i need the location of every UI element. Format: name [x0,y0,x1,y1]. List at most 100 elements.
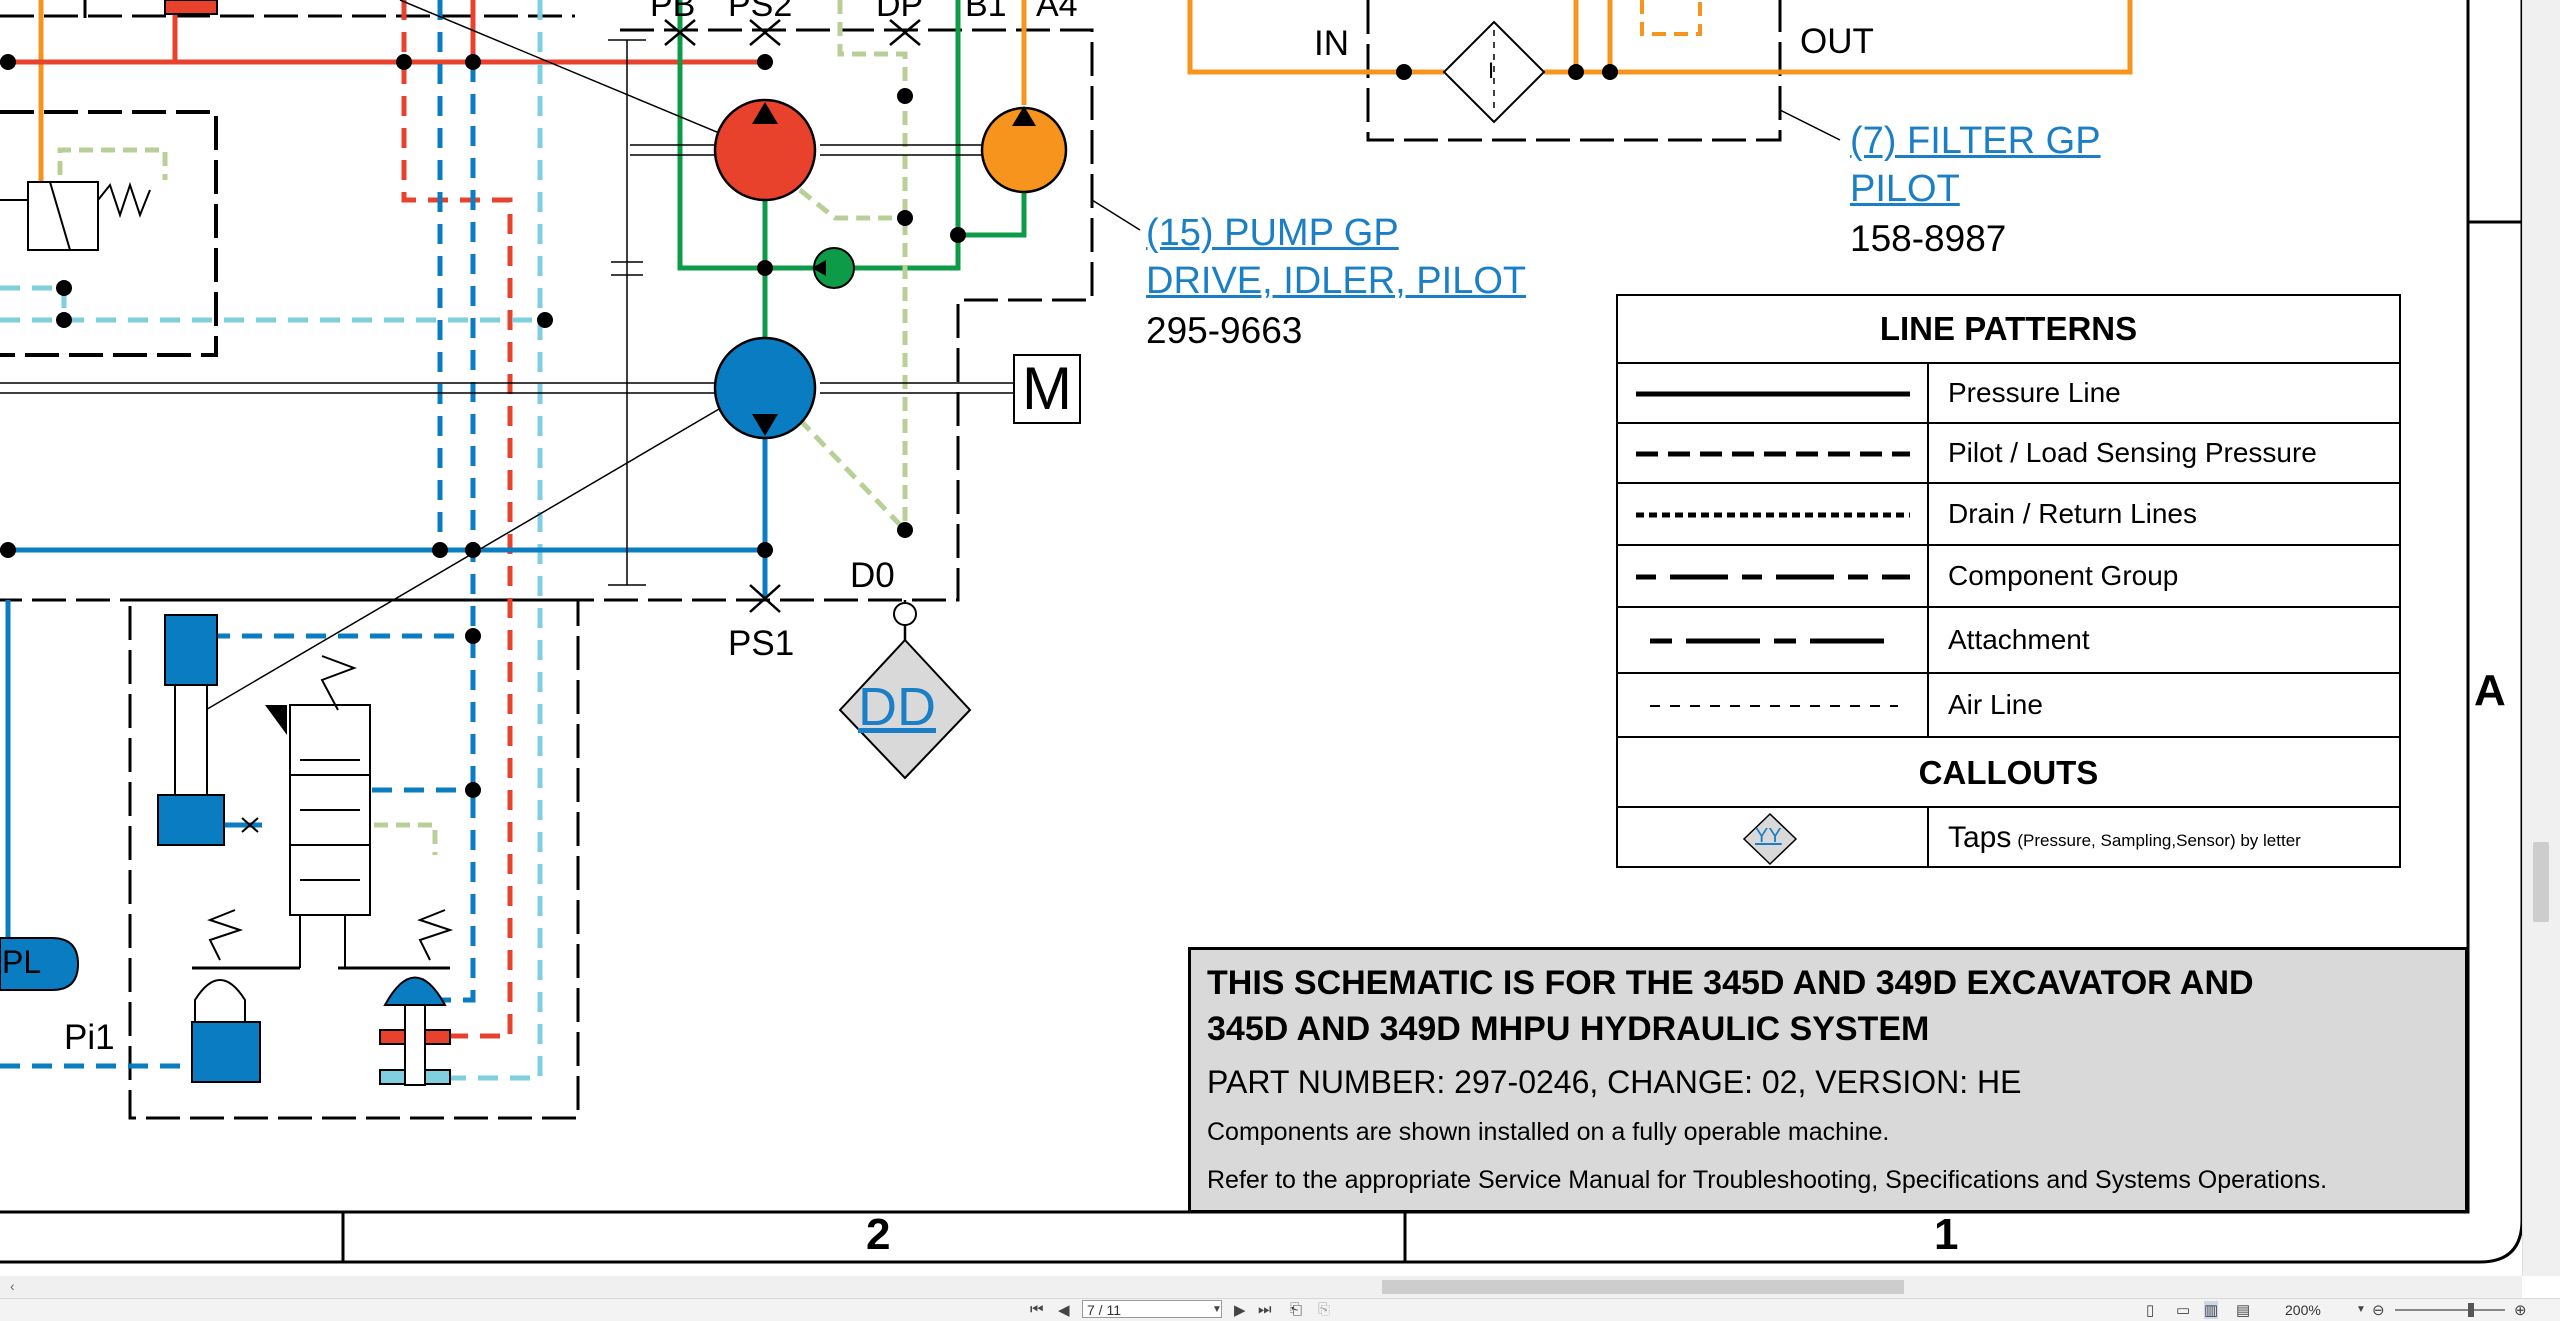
legend-row-label: Drain / Return Lines [1948,498,2198,529]
filter-gp-part-number: 158-8987 [1850,218,2007,259]
vertical-scrollbar[interactable] [2522,0,2560,1276]
legend-row: Component Group [1618,544,2399,606]
zoom-slider[interactable] [2395,1309,2505,1311]
blue-dashed [0,0,476,1069]
filter-gp-link-line2[interactable]: PILOT [1850,168,1960,210]
label-b1: B1 [965,0,1007,24]
zone-letter: A [2474,666,2506,715]
schematic-canvas: PB PS2 DP B1 A4 F IN OUT I M D0 PS1 Pi1 … [0,0,2522,1264]
tap-diamond [838,638,972,780]
actuator-top [157,614,287,846]
legend-row-label: Attachment [1948,624,2090,655]
single-page-view-icon[interactable]: ▯ [2146,1302,2155,1319]
tap-dd-link[interactable]: DD [858,677,936,737]
legend-row-label: Pilot / Load Sensing Pressure [1948,437,2317,468]
pilot-filter [1442,20,1546,124]
continuous-facing-view-icon[interactable]: ▤ [2236,1302,2251,1319]
callouts-title: CALLOUTS [1618,736,2399,806]
callout-diamond-icon [1742,812,1798,866]
pump-pilot [980,106,1068,194]
check-valve [812,247,855,289]
bottom-cylinder-left [191,909,300,1083]
legend-row-label: Pressure Line [1948,377,2121,408]
pump-gp-link-line2[interactable]: DRIVE, IDLER, PILOT [1146,260,1527,302]
label-dp: DP [876,0,924,24]
zoom-out-icon[interactable]: ⊖ [2372,1302,2385,1319]
pump-idler [713,336,817,440]
blue-lines [0,390,768,940]
next-page-icon[interactable]: ▶ [1234,1302,1246,1319]
pump-gp-part-number: 295-9663 [1146,310,1303,351]
label-motor: M [1022,355,1072,422]
orange-dashed [1640,0,1702,36]
legend-row-label: Component Group [1948,560,2179,591]
horizontal-scroll-thumb[interactable] [1382,1280,1904,1294]
left-valve [0,181,151,251]
status-bar: ⏮ ◀ 7 / 11 ▼ ▶ ⏭ ⎗ ⎘ ▯ ▭ ▥ ▤ 200% ▼ ⊖ ⊕ [0,1298,2560,1321]
shafts [0,39,1014,586]
zoom-level[interactable]: 200% [2285,1302,2321,1318]
label-pb: PB [650,0,696,24]
tap-fitting [893,602,917,626]
red-component [164,0,218,15]
orange-lines [38,0,2133,200]
part-number-line: PART NUMBER: 297-0246, CHANGE: 02, VERSI… [1207,1064,2022,1100]
legend-row: Pilot / Load Sensing Pressure [1618,422,2399,482]
page-number-input[interactable]: 7 / 11 [1082,1300,1222,1318]
page-dropdown-icon[interactable]: ▼ [1212,1304,1222,1315]
first-page-icon[interactable]: ⏮ [1030,1301,1044,1318]
scroll-left-arrow-icon[interactable]: ‹ [10,1278,15,1294]
callout-row: YY Taps (Pressure, Sampling,Sensor) by l… [1618,806,2399,868]
previous-page-icon[interactable]: ◀ [1058,1302,1070,1319]
label-d0: D0 [850,556,895,595]
drawing-frame [0,0,2522,1264]
column-number-2: 2 [866,1210,891,1259]
tap-crosses [664,19,921,650]
label-ps1: PS1 [728,624,795,663]
label-pi1: Pi1 [64,1018,115,1057]
go-forward-icon[interactable]: ⎘ [1318,1301,1331,1318]
legend-row: Air Line [1618,672,2399,736]
pl-pill [0,937,80,991]
label-pl: PL [2,944,42,980]
callout-row-label: Taps (Pressure, Sampling,Sensor) by lett… [1948,808,2301,868]
label-a4: A4 [1036,0,1078,24]
legend-title: LINE PATTERNS [1879,310,2138,347]
restrictor [241,817,259,833]
pump-gp-link[interactable]: (15) PUMP GP [1146,212,1399,254]
lightblue-dashed [0,0,545,1081]
zoom-dropdown-icon[interactable]: ▼ [2356,1304,2366,1315]
pattern-thin-dash [1650,705,1898,707]
horizontal-scrollbar[interactable] [0,1276,2522,1298]
pattern-dotted [1636,512,1910,518]
red-dashed [401,0,513,1039]
title-line-1: THIS SCHEMATIC IS FOR THE 345D AND 349D … [1207,964,2254,1002]
hydraulic-diagram [0,0,2522,1264]
callout-label: Taps [1948,821,2012,854]
bottom-cylinder-right [338,909,454,1086]
label-in: IN [1314,24,1349,63]
pattern-dashed [1636,451,1910,457]
pattern-dash-long-short [1650,638,1888,644]
title-block: THIS SCHEMATIC IS FOR THE 345D AND 349D … [1188,947,2468,1213]
legend-row: Attachment [1618,606,2399,672]
zoom-in-icon[interactable]: ⊕ [2514,1302,2527,1319]
pump-drive [713,98,817,202]
zoom-slider-handle[interactable] [2468,1303,2474,1317]
motor-box [1013,354,1081,424]
facing-view-icon[interactable]: ▥ [2204,1301,2219,1319]
title-line-2: 345D AND 349D MHPU HYDRAULIC SYSTEM [1207,1010,1930,1048]
go-back-icon[interactable]: ⎗ [1290,1301,1303,1318]
legend-row-label: Air Line [1948,689,2043,720]
label-ps2: PS2 [728,0,793,24]
pattern-dash-long [1636,574,1910,580]
last-page-icon[interactable]: ⏭ [1258,1301,1272,1318]
continuous-view-icon[interactable]: ▭ [2176,1302,2191,1319]
line-patterns-legend: LINE PATTERNS Pressure Line Pilot / Load… [1616,294,2401,868]
legend-row: Pressure Line [1618,362,2399,422]
control-valve [289,655,371,916]
filter-gp-link[interactable]: (7) FILTER GP [1850,120,2101,162]
vertical-scroll-thumb[interactable] [2533,842,2549,922]
label-out: OUT [1800,22,1874,61]
note-line-2: Refer to the appropriate Service Manual … [1207,1166,2328,1194]
